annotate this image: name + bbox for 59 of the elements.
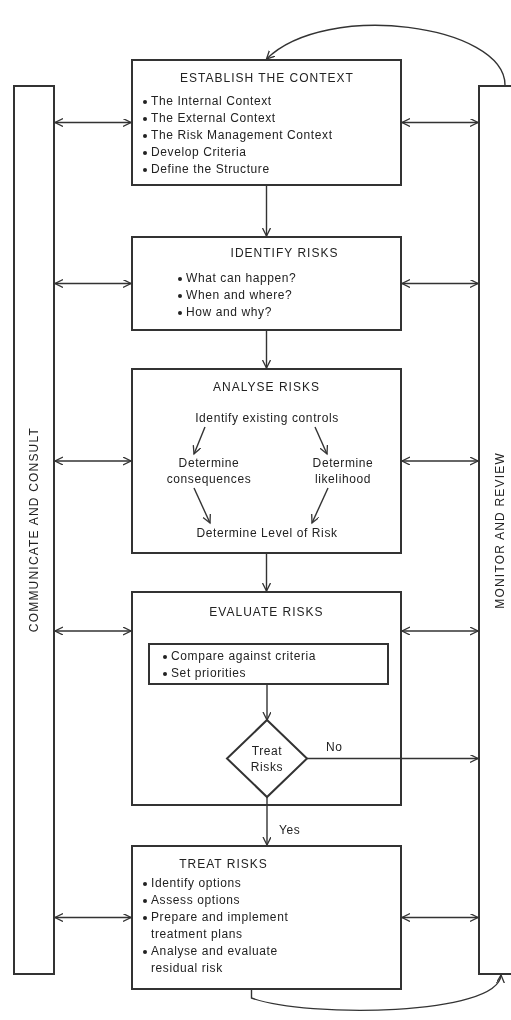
- arrow: [262, 684, 272, 721]
- arrow: [261, 185, 272, 237]
- bullet-item: Set priorities: [162, 665, 247, 682]
- bullet-item: Develop Criteria: [142, 144, 247, 161]
- arrow: [262, 796, 272, 846]
- process-box: [131, 59, 402, 186]
- bullet-item: Assess options: [142, 892, 241, 909]
- arrow: [265, 24, 506, 86]
- section-title: EVALUATE RISKS: [209, 605, 324, 619]
- process-box: [131, 845, 402, 990]
- process-box: [131, 368, 402, 554]
- step-label: Determine Level of Risk: [196, 525, 338, 541]
- bullet-item: Analyse and evaluate residual risk: [142, 943, 305, 977]
- arrow: [261, 330, 272, 369]
- decision-diamond: [227, 720, 307, 797]
- arrow: [54, 117, 132, 128]
- arrow: [401, 456, 479, 466]
- arrow: [193, 487, 211, 524]
- bullet-item: Compare against criteria: [162, 648, 317, 665]
- section-title: IDENTIFY RISKS: [230, 246, 339, 260]
- arrow: [401, 626, 479, 636]
- decision-label: Treat Risks: [249, 742, 285, 775]
- section-title: ESTABLISH THE CONTEXT: [180, 71, 354, 85]
- side-bar: [13, 85, 55, 975]
- arrow: [54, 626, 132, 636]
- step-label: Determine likelihood: [311, 455, 375, 487]
- bar-label: MONITOR AND REVIEW: [493, 451, 507, 609]
- bullet-item: Define the Structure: [142, 161, 270, 178]
- edge-label: Yes: [278, 823, 302, 837]
- process-box: [131, 236, 402, 331]
- arrow: [401, 278, 479, 289]
- arrow: [311, 487, 329, 524]
- bullet-item: The External Context: [142, 110, 276, 127]
- bullet-item: The Risk Management Context: [142, 127, 333, 144]
- bullet-item: What can happen?: [177, 270, 297, 287]
- criteria-box: [148, 643, 389, 685]
- arrow: [192, 426, 206, 455]
- bullet-item: Prepare and implement treatment plans: [142, 909, 305, 943]
- arrow: [314, 426, 329, 455]
- step-label: Identify existing controls: [195, 410, 339, 426]
- arrow: [250, 974, 502, 1011]
- bullet-item: When and where?: [177, 287, 293, 304]
- bullet-item: Identify options: [142, 875, 242, 892]
- arrow: [54, 456, 132, 466]
- side-bar: [478, 85, 511, 975]
- section-title: TREAT RISKS: [179, 857, 268, 871]
- process-box: [131, 591, 402, 806]
- arrow: [401, 912, 479, 923]
- edge-label: No: [325, 740, 344, 754]
- arrow: [306, 753, 479, 764]
- arrow: [54, 278, 132, 289]
- bullet-item: The Internal Context: [142, 93, 272, 110]
- arrow: [401, 117, 479, 128]
- section-title: ANALYSE RISKS: [213, 380, 320, 394]
- arrow: [261, 553, 272, 592]
- bullet-item: How and why?: [177, 304, 272, 321]
- bar-label: COMMUNICATE AND CONSULT: [27, 427, 41, 633]
- arrow: [54, 912, 132, 923]
- step-label: Determine consequences: [165, 455, 253, 487]
